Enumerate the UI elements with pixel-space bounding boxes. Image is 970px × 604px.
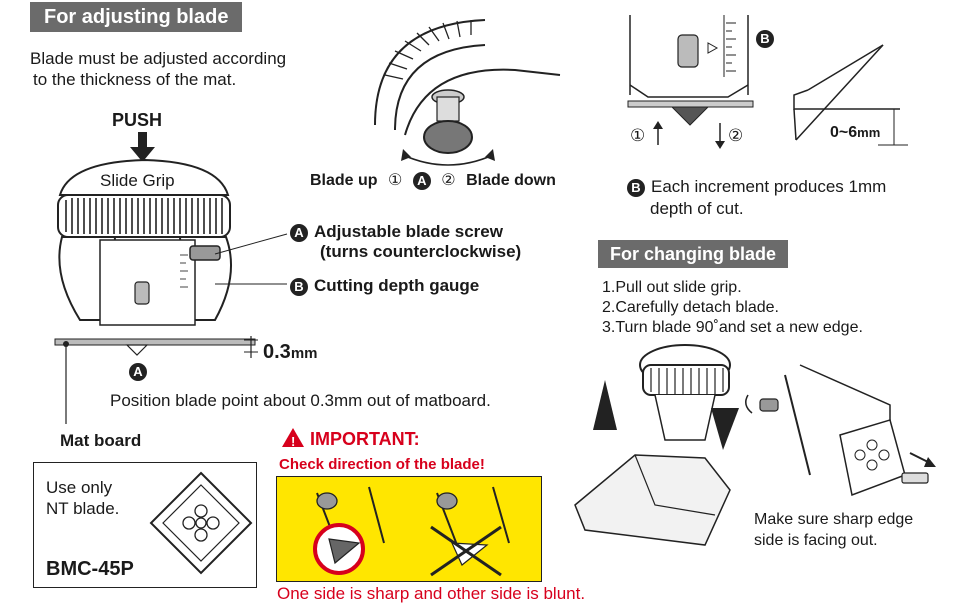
marker-a-dir: A	[412, 171, 431, 190]
label-a-line2: (turns counterclockwise)	[320, 241, 522, 261]
blade-up-label: Blade up	[310, 172, 378, 189]
push-label: PUSH	[112, 110, 163, 130]
change-step-1: 1.Pull out slide grip.	[602, 279, 742, 296]
mat-board-label: Mat board	[60, 431, 142, 450]
num-2: ②	[441, 172, 456, 189]
marker-b: B	[756, 30, 774, 48]
slide-grip-illustration	[57, 158, 232, 326]
marker-b-gauge: B	[756, 30, 780, 48]
section-title: For adjusting blade	[44, 6, 229, 28]
nt-model: BMC-45P	[46, 558, 134, 580]
change-step-3: 3.Turn blade 90˚and set a new edge.	[602, 319, 863, 336]
label-a: A Adjustable blade screw (turns countercl…	[290, 222, 521, 261]
range-value: 0~6	[830, 124, 858, 141]
blade-screw-closeup	[374, 19, 561, 166]
blade-detach-illustration	[745, 364, 936, 497]
mat-board-leader	[63, 341, 69, 424]
change-note-2: side is facing out.	[754, 532, 878, 549]
increment-note: B Each increment produces 1mm	[627, 176, 886, 197]
blade-direction-wrong	[430, 486, 510, 577]
important-box	[276, 476, 542, 582]
marker-a-mat: A	[129, 363, 153, 381]
nt-line-1: Use only	[46, 478, 113, 497]
blade-direction-row: Blade up ① A ② Blade down	[310, 170, 556, 191]
section-header-changing: For changing blade	[598, 240, 789, 268]
section-header-adjusting: For adjusting blade	[30, 2, 243, 32]
nt-line-2: NT blade.	[46, 499, 120, 518]
important-title: ! IMPORTANT:	[282, 428, 420, 450]
important-subtitle: Check direction of the blade!	[279, 456, 485, 473]
warning-icon: !	[282, 428, 304, 449]
slide-grip-label: Slide Grip	[100, 171, 175, 190]
leader-lines	[214, 233, 288, 285]
gauge-num-2: ②	[728, 126, 744, 145]
range-unit: mm	[857, 125, 881, 140]
label-b-text: Cutting depth gauge	[314, 276, 480, 295]
gauge-num-1: ①	[630, 126, 646, 145]
label-b: B Cutting depth gauge	[290, 275, 479, 296]
depth-unit: mm	[290, 345, 318, 362]
marker-a: A	[129, 363, 147, 381]
push-arrow-icon	[130, 132, 155, 162]
nt-blade-icon	[149, 471, 253, 575]
depth-gauge-diagram	[627, 15, 754, 149]
intro-line-1: Blade must be adjusted according	[30, 49, 287, 68]
marker-b-icon: B	[290, 277, 308, 296]
mat-board-illustration	[54, 338, 256, 356]
marker-b-note: B	[627, 178, 645, 197]
blade-profile-diagram	[793, 44, 908, 146]
important-title-text: IMPORTANT:	[310, 429, 420, 449]
label-a-line1: Adjustable blade screw	[314, 222, 503, 241]
increment-line2: depth of cut.	[650, 199, 744, 218]
depth-value: 0.3mm	[263, 342, 318, 364]
important-footer: One side is sharp and other side is blun…	[277, 584, 586, 603]
changing-title: For changing blade	[610, 244, 777, 264]
position-note: Position blade point about 0.3mm out of …	[110, 391, 491, 410]
num-1: ①	[388, 172, 403, 189]
depth-number: 0.3	[263, 341, 291, 363]
depth-dimension-icon	[244, 336, 258, 358]
range-label: 0~6mm	[830, 122, 880, 143]
change-step-2: 2.Carefully detach blade.	[602, 299, 779, 316]
nt-blade-box: Use only NT blade. BMC-45P	[33, 462, 257, 588]
marker-a-icon: A	[290, 223, 308, 242]
change-note-1: Make sure sharp edge	[754, 511, 914, 528]
blade-down-label: Blade down	[466, 172, 556, 189]
blade-change-illustration	[574, 344, 739, 546]
intro-line-2: to the thickness of the mat.	[33, 70, 237, 89]
blade-direction-correct	[313, 486, 385, 575]
increment-line1: Each increment produces 1mm	[651, 177, 887, 196]
